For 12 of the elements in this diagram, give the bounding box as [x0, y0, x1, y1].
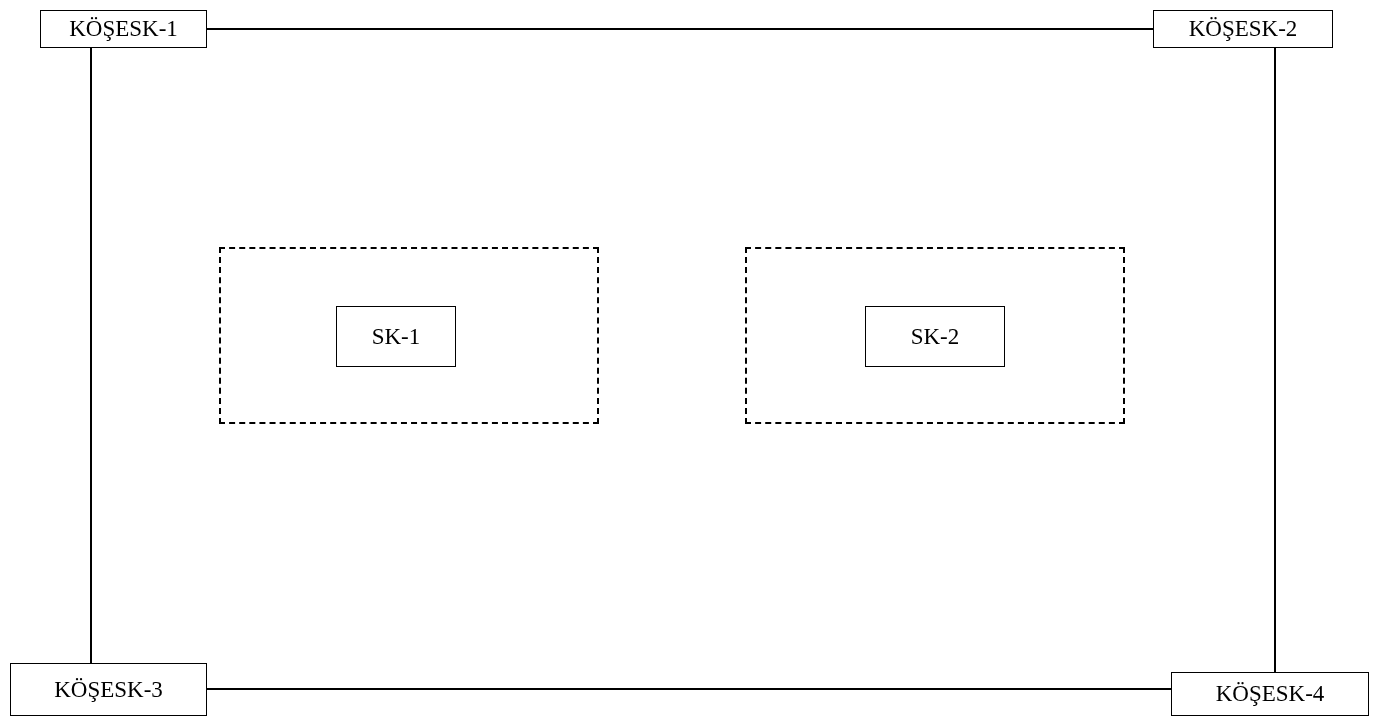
- connector-line: [1274, 47, 1276, 673]
- label-box: SK-2: [865, 306, 1005, 367]
- connector-line: [90, 47, 92, 664]
- label-box: KÖŞESK-2: [1153, 10, 1333, 48]
- connector-line: [206, 688, 1172, 690]
- label-box: KÖŞESK-4: [1171, 672, 1369, 716]
- connector-line: [206, 28, 1154, 30]
- label-box: KÖŞESK-3: [10, 663, 207, 716]
- dashed-frame: [219, 247, 599, 424]
- label-box: KÖŞESK-1: [40, 10, 207, 48]
- dashed-frame: [745, 247, 1125, 424]
- label-box: SK-1: [336, 306, 456, 367]
